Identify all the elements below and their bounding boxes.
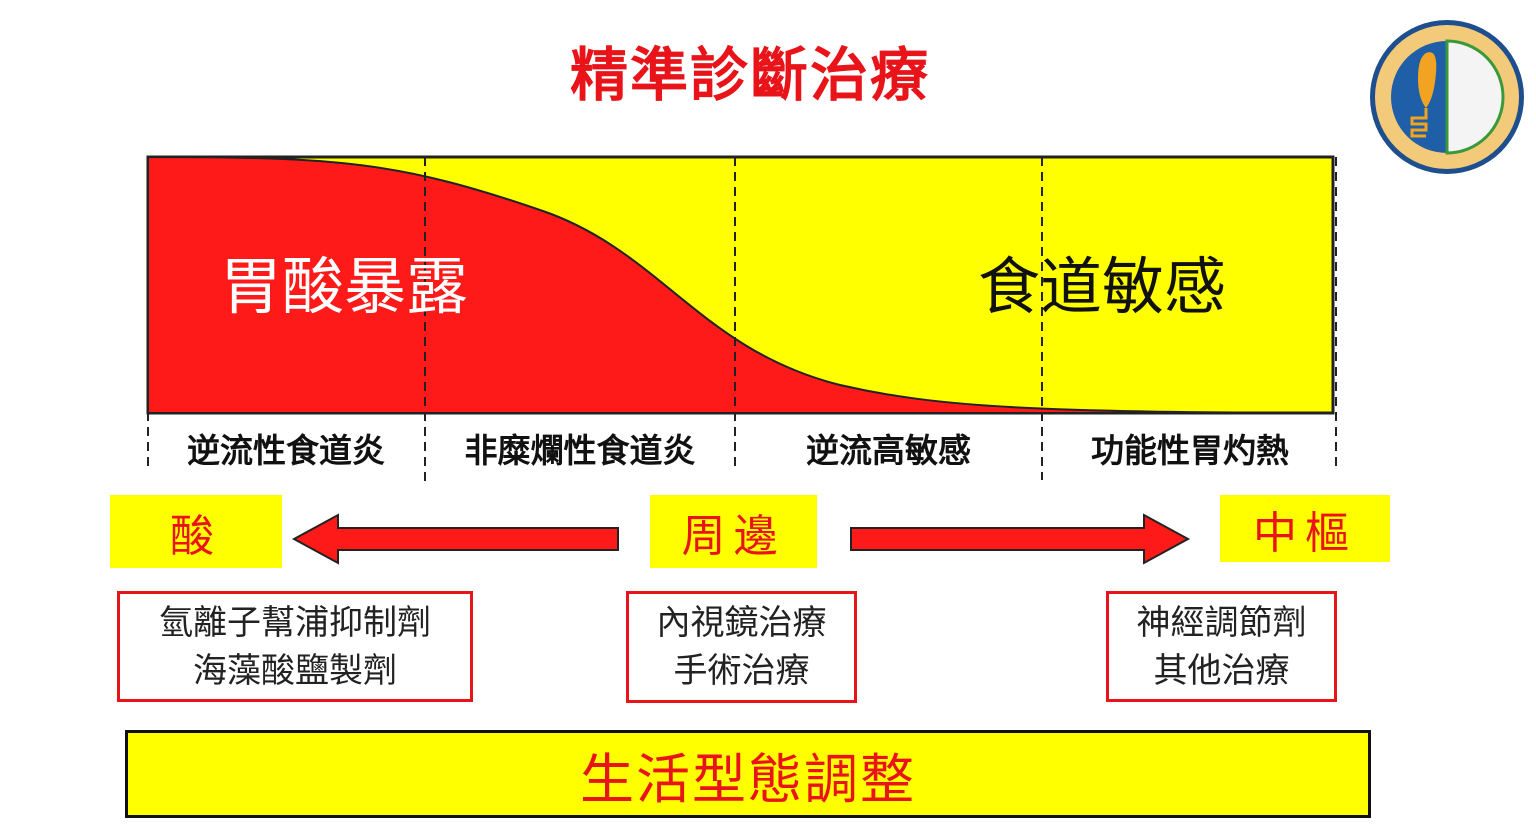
- category-label: 逆流高敏感: [806, 431, 971, 470]
- treatment-item: 神經調節劑: [1136, 602, 1307, 643]
- treatment-item: 其他治療: [1153, 650, 1290, 691]
- slide-title: 精準診斷治療: [569, 41, 930, 109]
- lifestyle-modification-bar: 生活型態調整: [125, 730, 1371, 818]
- treatment-item: 氫離子幫浦抑制劑: [159, 602, 431, 643]
- category-label: 功能性胃灼熱: [1091, 431, 1289, 470]
- category-label: 逆流性食道炎: [187, 431, 385, 470]
- category-label: 非糜爛性食道炎: [464, 431, 696, 470]
- treatment-item: 內視鏡治療: [656, 603, 827, 643]
- peripheral-treatment-box: 內視鏡治療 手術治療: [626, 591, 857, 703]
- acid-box: 酸: [110, 495, 282, 568]
- category-dividers: [147, 157, 1337, 485]
- central-box: 中樞: [1220, 495, 1390, 562]
- acid-exposure-region: [147, 155, 1334, 414]
- acid-sensitivity-diagram: [146, 155, 1337, 485]
- treatment-item: 海藻酸鹽製劑: [193, 650, 397, 691]
- treatment-item: 手術治療: [673, 651, 810, 691]
- acid-exposure-label: 胃酸暴露: [220, 250, 469, 323]
- esophageal-sensitivity-label: 食道敏感: [978, 250, 1227, 323]
- society-logo: [1370, 20, 1524, 174]
- peripheral-box: 周邊: [650, 495, 817, 568]
- acid-treatment-box: 氫離子幫浦抑制劑 海藻酸鹽製劑: [117, 591, 473, 702]
- left-arrow-icon: [291, 513, 619, 565]
- right-arrow-icon: [850, 513, 1191, 565]
- central-treatment-box: 神經調節劑 其他治療: [1106, 591, 1337, 702]
